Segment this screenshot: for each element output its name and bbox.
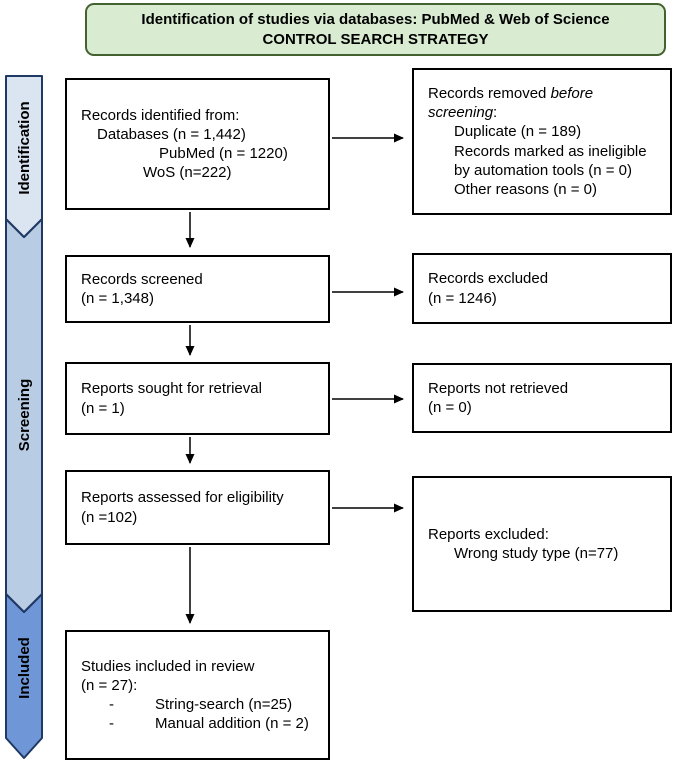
reports-excluded-line1: Reports excluded: [428,525,549,543]
records-screened-line1: Records screened [81,270,203,288]
records-removed-duplicate: Duplicate (n = 189) [454,123,582,141]
studies-included-item2: - Manual addition (n = 2) [109,714,320,733]
dash-bullet: - [109,696,114,713]
box-records-identified: Records identified from: Databases (n = … [65,78,330,210]
records-identified-wos: WoS (n=222) [143,164,232,182]
studies-included-item1-text: String-search (n=25) [155,696,293,713]
records-identified-pubmed: PubMed (n = 1220) [159,145,288,162]
records-removed-automation: Records marked as ineligible by automati… [454,142,647,179]
sidebar-banner-included [5,593,43,759]
reports-not-retrieved-count: (n = 0) [428,399,472,416]
sidebar-label-included: Included [16,637,33,699]
records-removed-colon: : [493,104,498,122]
box-records-screened: Records screened (n = 1,348) [65,255,330,323]
reports-excluded-reason: Wrong study type (n=77) [454,545,619,562]
studies-included-line1: Studies included in review [81,657,255,675]
records-removed-line2: screening: [428,103,662,122]
title-line-1: Identification of studies via databases:… [141,10,610,28]
records-screened-count: (n = 1,348) [81,290,154,307]
box-records-excluded: Records excluded (n = 1246) [412,253,672,324]
studies-included-count: (n = 27): [81,676,138,694]
records-removed-other: Other reasons (n = 0) [454,180,597,198]
studies-included-item1: - String-search (n=25) [109,695,320,714]
title-box: Identification of studies via databases:… [85,3,666,56]
sidebar-label-screening: Screening [16,379,33,452]
box-reports-assessed: Reports assessed for eligibility (n =102… [65,470,330,545]
sidebar-label-identification: Identification [16,101,33,194]
reports-sought-count: (n = 1) [81,399,125,417]
reports-assessed-count: (n =102) [81,508,138,526]
box-reports-excluded: Reports excluded: Wrong study type (n=77… [412,476,672,612]
box-records-removed: Records removed before screening: Duplic… [412,68,672,215]
title-line-2: CONTROL SEARCH STRATEGY [262,30,489,48]
sidebar-banner-identification [5,75,43,238]
records-identified-databases: Databases (n = 1,442) [97,125,246,143]
reports-not-retrieved-line1: Reports not retrieved [428,379,569,397]
records-identified-line: Records identified from: [81,106,240,124]
reports-sought-line1: Reports sought for retrieval [81,380,262,398]
box-reports-sought: Reports sought for retrieval (n = 1) [65,362,330,435]
records-removed-italic1: before [550,84,594,102]
studies-included-item2-text: Manual addition (n = 2) [155,715,309,733]
box-studies-included: Studies included in review (n = 27): - St… [65,630,330,760]
sidebar-banner-screening [5,218,43,613]
box-reports-not-retrieved: Reports not retrieved (n = 0) [412,363,672,433]
records-removed-line1: Records removed before [428,84,662,103]
records-removed-pre: Records removed [428,84,551,102]
records-removed-italic2: screening [428,104,494,122]
dash-bullet: - [109,715,114,733]
records-excluded-line1: Records excluded [428,270,549,288]
records-excluded-count: (n = 1246) [428,289,497,307]
reports-assessed-line1: Reports assessed for eligibility [81,489,284,507]
